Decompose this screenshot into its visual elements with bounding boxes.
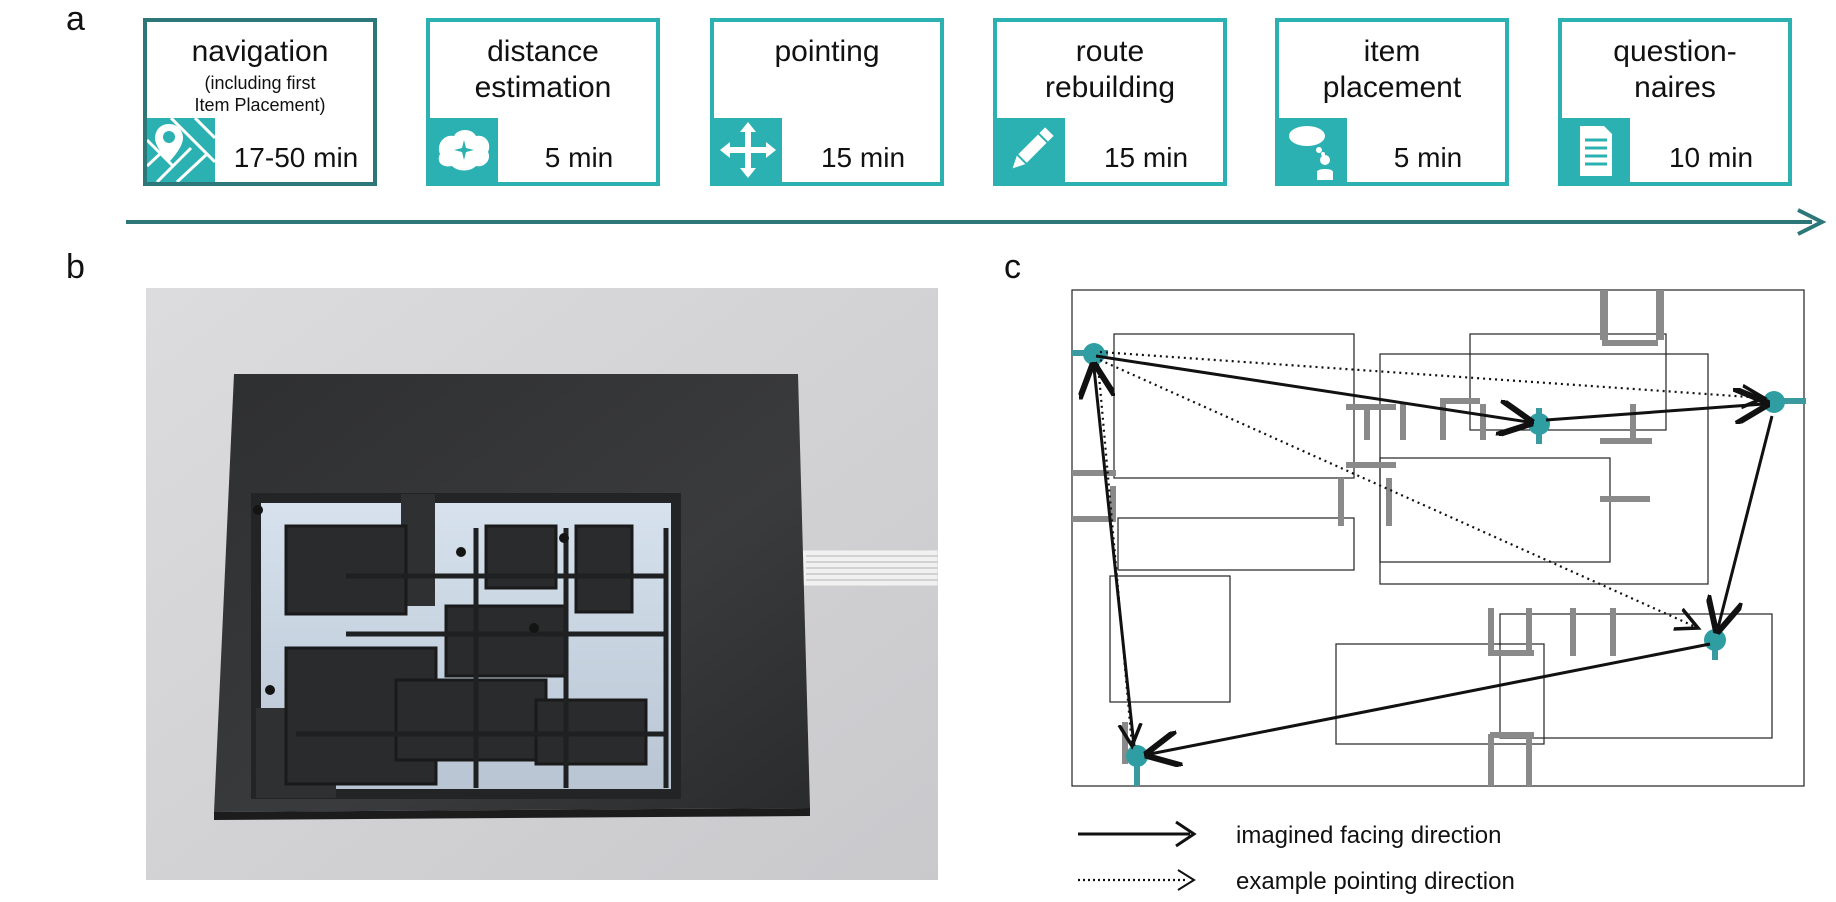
step-pointing: pointing 15 min: [710, 18, 944, 186]
step-duration: 5 min: [1393, 142, 1463, 173]
panel-label-b: b: [66, 248, 85, 286]
step-navigation: navigation (including first Item Placeme…: [143, 18, 377, 186]
step-title: item placement: [1322, 35, 1462, 104]
map-pin-icon: [147, 118, 215, 182]
tactile-map-photo: [146, 288, 938, 880]
timeline-arrow: [126, 208, 1827, 236]
document-icon: [1562, 118, 1630, 182]
step-title: question- naires: [1613, 35, 1737, 104]
panel-label-c: c: [1004, 248, 1021, 286]
legend-pointing-label: example pointing direction: [1236, 868, 1515, 895]
step-title: navigation: [191, 35, 329, 68]
step-duration: 15 min: [1103, 142, 1189, 173]
step-duration: 5 min: [544, 142, 614, 173]
solid-arrow-icon: [1078, 820, 1197, 848]
move-arrows-icon: [714, 118, 782, 182]
step-title: distance estimation: [474, 35, 612, 104]
map-diagram: [1070, 288, 1806, 788]
dotted-arrow-icon: [1078, 869, 1196, 891]
pencil-icon: [997, 118, 1065, 182]
step-duration: 15 min: [820, 142, 906, 173]
step-title: route rebuilding: [1044, 35, 1176, 104]
step-subtitle: (including first Item Placement): [194, 73, 326, 115]
step-duration: 10 min: [1668, 142, 1754, 173]
panel-label-a: a: [66, 0, 85, 38]
legend-pointing: example pointing direction: [1074, 862, 1574, 902]
step-distance-estimation: distance estimation 5 min: [426, 18, 660, 186]
step-title: pointing: [774, 35, 880, 68]
brain-icon: [430, 118, 498, 182]
legend-facing: imagined facing direction: [1074, 816, 1574, 856]
legend-facing-label: imagined facing direction: [1236, 822, 1502, 849]
step-item-placement: item placement 5 min: [1275, 18, 1509, 186]
step-route-rebuilding: route rebuilding 15 min: [993, 18, 1227, 186]
step-questionnaires: question- naires 10 min: [1558, 18, 1792, 186]
thinking-person-icon: [1279, 118, 1347, 182]
step-duration: 17-50 min: [233, 142, 359, 173]
